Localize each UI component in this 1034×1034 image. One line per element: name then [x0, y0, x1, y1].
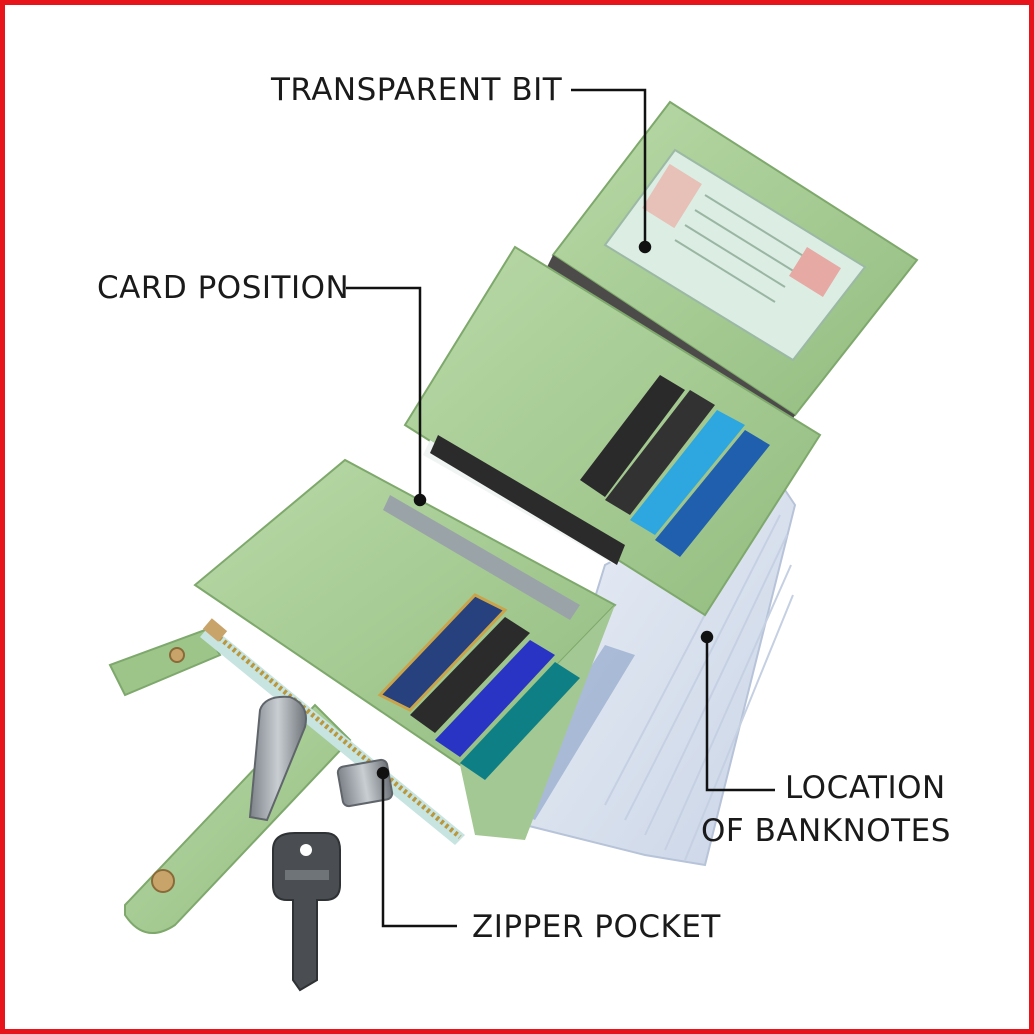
card-slots-upper	[580, 375, 770, 557]
callout-line-banknotes	[705, 637, 775, 792]
wallet-photo	[108, 88, 919, 992]
callout-lines	[346, 88, 775, 928]
snap-button-icon	[151, 869, 175, 893]
callout-card-position: CARD POSITION	[97, 270, 350, 306]
callout-line-card-position	[346, 286, 422, 500]
card-slots-lower	[377, 593, 580, 780]
callout-location-of-banknotes-line1: LOCATION	[785, 770, 946, 806]
snap-strap	[108, 628, 352, 934]
callout-line-transparent-bit	[571, 88, 647, 247]
key-icon	[272, 832, 341, 992]
callout-zipper-pocket: ZIPPER POCKET	[472, 909, 721, 945]
middle-panel	[403, 245, 822, 617]
callout-transparent-bit: TRANSPARENT BIT	[271, 72, 563, 108]
callout-location-of-banknotes-line2: OF BANKNOTES	[701, 813, 951, 849]
keys	[248, 695, 394, 992]
zipper	[200, 618, 465, 845]
callout-line-zipper-pocket	[381, 773, 457, 928]
